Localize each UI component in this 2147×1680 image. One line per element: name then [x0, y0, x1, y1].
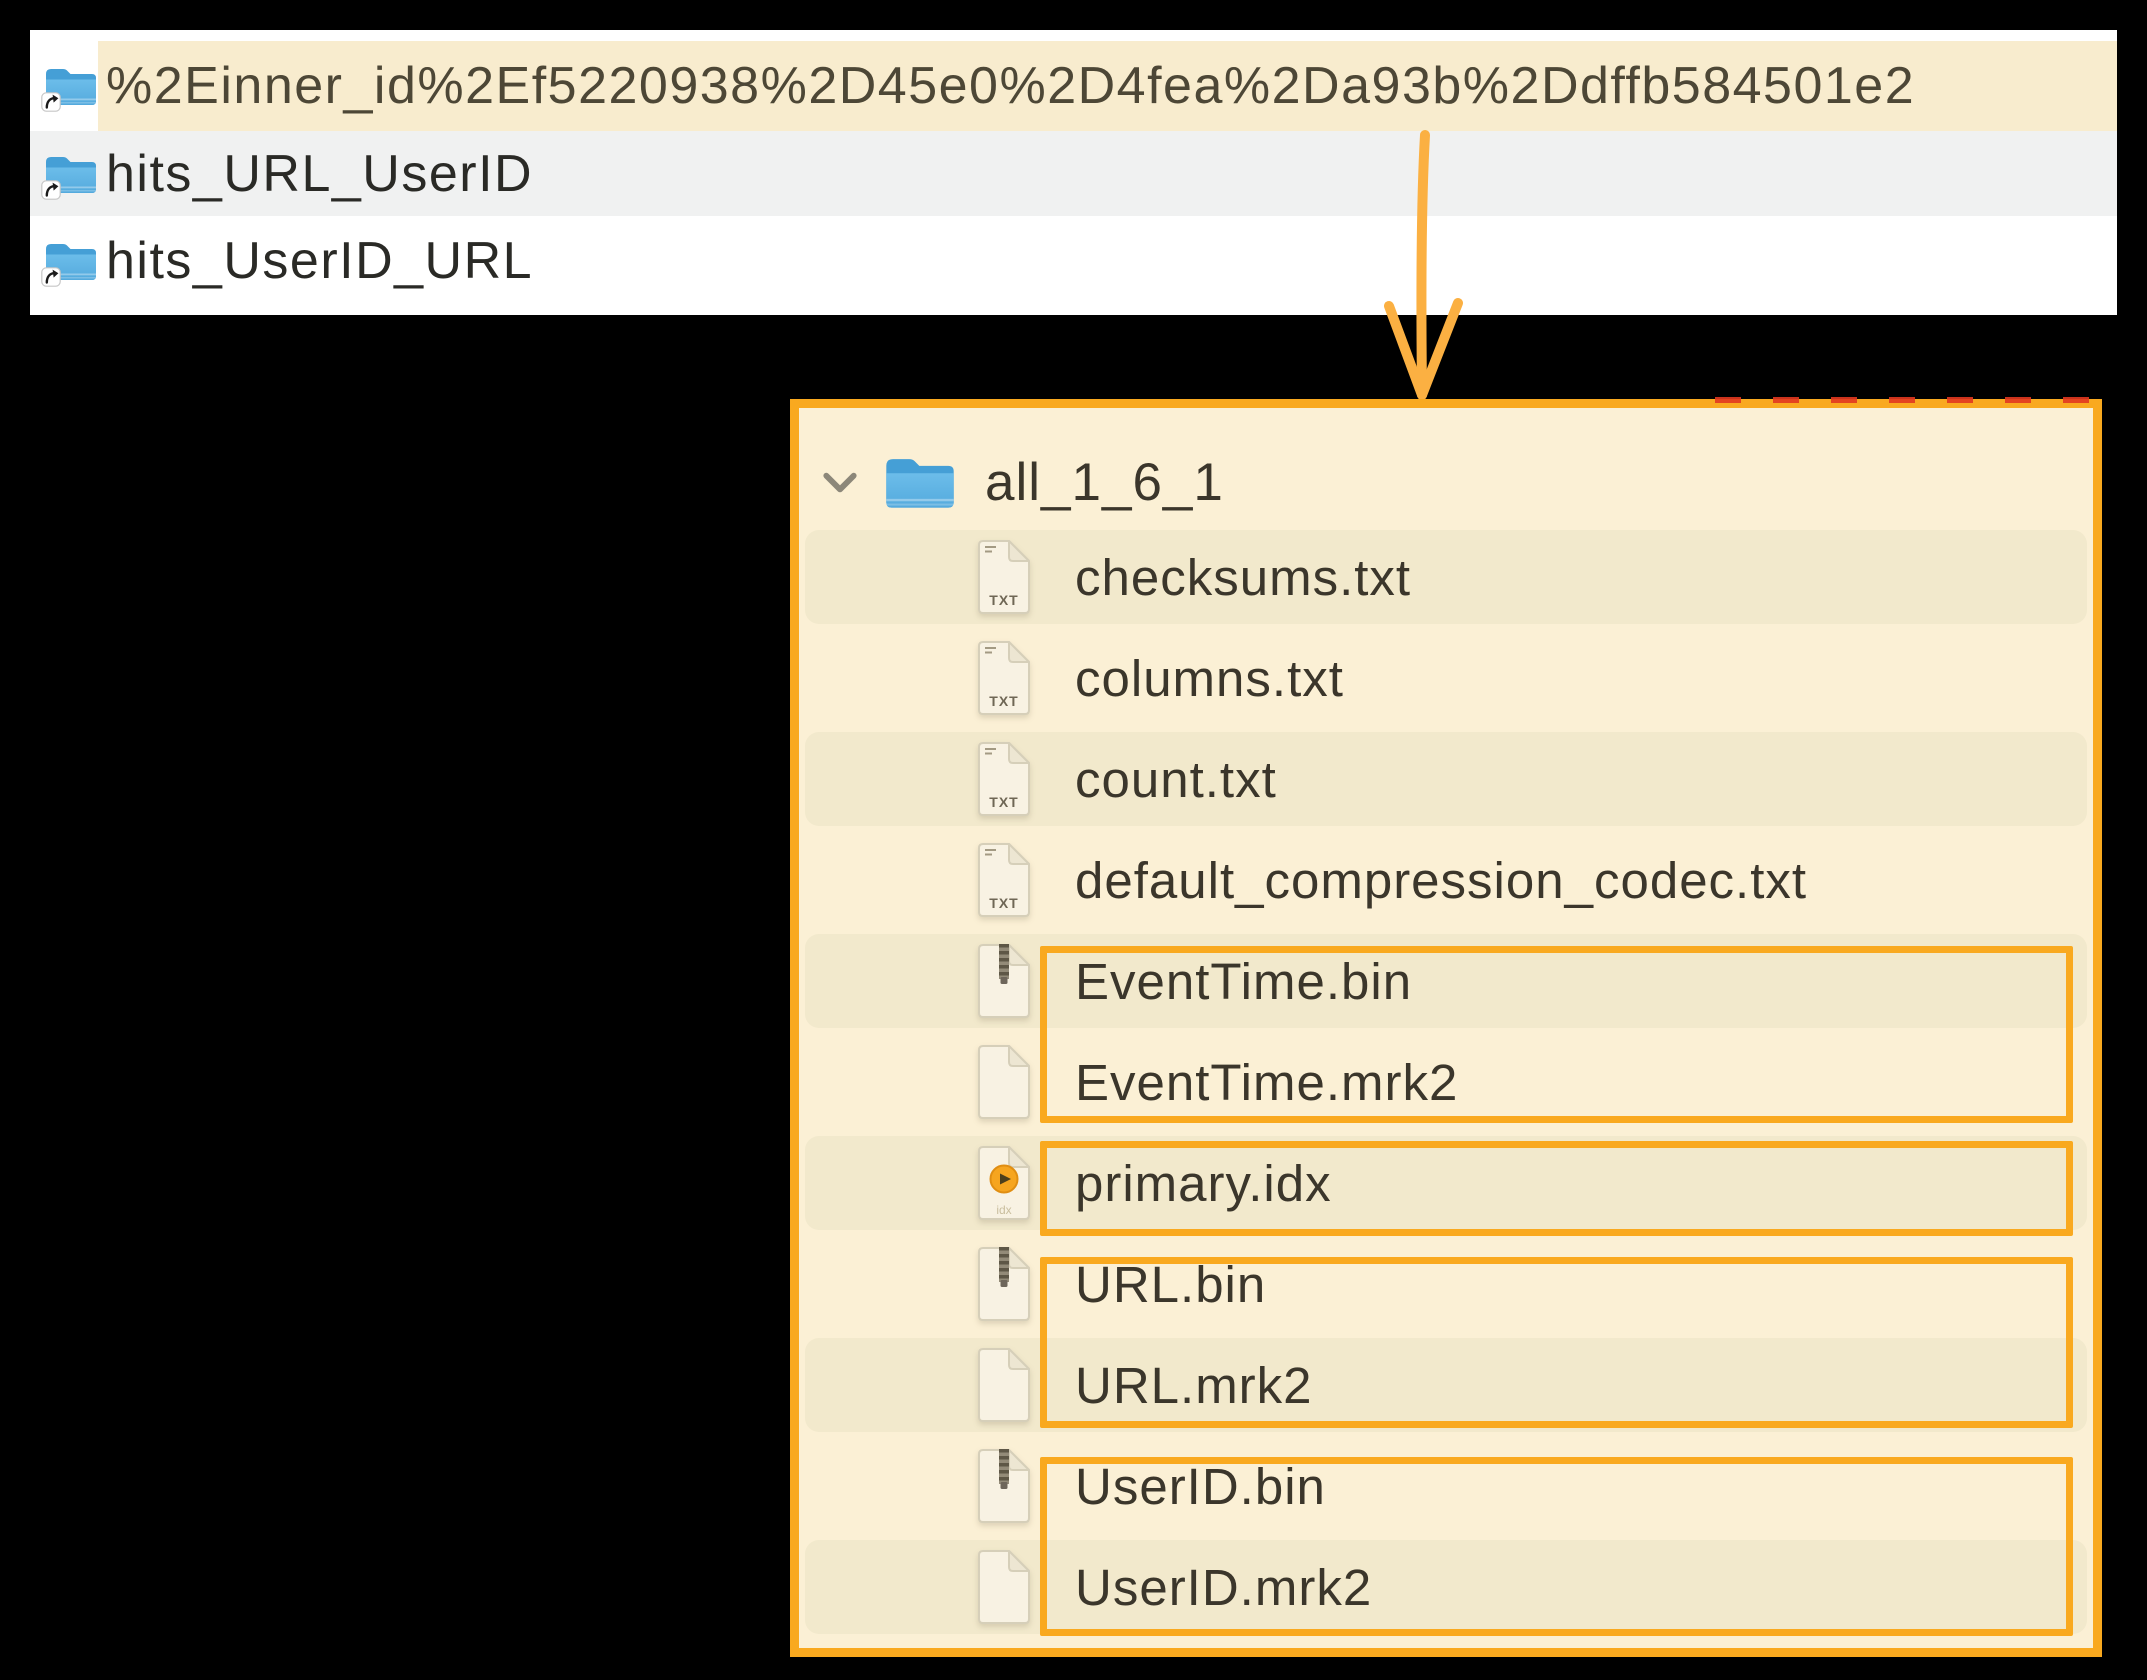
- txt-file-icon: TXT: [978, 742, 1030, 816]
- tree-row-label: checksums.txt: [1075, 548, 1412, 606]
- blank-file-icon: [978, 1348, 1030, 1422]
- txt-file-icon: TXT: [978, 540, 1030, 614]
- alias-arrow-badge: [41, 179, 61, 200]
- tree-row-eventtime-bin[interactable]: EventTime.bin: [805, 934, 2087, 1028]
- selection-highlight: [98, 41, 2117, 131]
- svg-text:TXT: TXT: [989, 693, 1018, 709]
- txt-file-icon: TXT: [978, 843, 1030, 917]
- folder-icon: [886, 459, 954, 508]
- svg-text:TXT: TXT: [989, 592, 1018, 608]
- tree-row-userid-mrk2[interactable]: UserID.mrk2: [805, 1540, 2087, 1634]
- txt-file-icon: TXT: [978, 641, 1030, 715]
- tree-row-label: UserID.mrk2: [1075, 1558, 1373, 1616]
- tree-row-url-mrk2[interactable]: URL.mrk2: [805, 1338, 2087, 1432]
- list-item-label: hits_UserID_URL: [106, 232, 534, 290]
- tree-row-primary-idx[interactable]: idx primary.idx: [805, 1136, 2087, 1230]
- list-item-label: %2Einner_id%2Ef5220938%2D45e0%2D4fea%2Da…: [106, 57, 1916, 115]
- tree-row-userid-bin[interactable]: UserID.bin: [805, 1439, 2087, 1533]
- svg-text:TXT: TXT: [989, 895, 1018, 911]
- arrow-down-annotation: [1384, 130, 1463, 400]
- list-item-hits-userid-url[interactable]: hits_UserID_URL: [30, 216, 2117, 306]
- alias-arrow-badge: [41, 92, 61, 112]
- tree-file-rows: TXT checksums.txt TXT columns.txt TXT: [805, 530, 2087, 1641]
- list-item-inner-id[interactable]: %2Einner_id%2Ef5220938%2D45e0%2D4fea%2Da…: [30, 41, 2117, 131]
- tree-row-eventtime-mrk2[interactable]: EventTime.mrk2: [805, 1035, 2087, 1129]
- blank-file-icon: [978, 1045, 1030, 1119]
- svg-text:idx: idx: [996, 1203, 1011, 1217]
- folder-alias-icon: [41, 151, 98, 200]
- tree-row-count[interactable]: TXT count.txt: [805, 732, 2087, 826]
- bin-file-icon: [978, 1247, 1030, 1321]
- tree-row-label: count.txt: [1075, 750, 1277, 808]
- tree-row-checksums[interactable]: TXT checksums.txt: [805, 530, 2087, 624]
- red-dashed-border-fragment: [1715, 397, 2097, 403]
- folder-alias-icon: [41, 63, 98, 112]
- list-item-hits-url-userid[interactable]: hits_URL_UserID: [30, 131, 2117, 216]
- alias-arrow-badge: [41, 267, 61, 287]
- tree-row-default-compression-codec[interactable]: TXT default_compression_codec.txt: [805, 833, 2087, 927]
- tree-row-label: columns.txt: [1075, 649, 1344, 707]
- tree-row-label: URL.bin: [1075, 1255, 1267, 1313]
- tree-row-url-bin[interactable]: URL.bin: [805, 1237, 2087, 1331]
- finder-list-panel: %2Einner_id%2Ef5220938%2D45e0%2D4fea%2Da…: [30, 30, 2117, 315]
- tree-row-columns[interactable]: TXT columns.txt: [805, 631, 2087, 725]
- idx-file-icon: idx: [978, 1146, 1030, 1220]
- blank-file-icon: [978, 1550, 1030, 1624]
- tree-row-label: URL.mrk2: [1075, 1356, 1313, 1414]
- tree-row-label: UserID.bin: [1075, 1457, 1326, 1515]
- folder-alias-icon: [41, 238, 98, 287]
- tree-row-label: EventTime.bin: [1075, 952, 1413, 1010]
- tree-row-label: default_compression_codec.txt: [1075, 851, 1808, 909]
- svg-text:TXT: TXT: [989, 794, 1018, 810]
- bin-file-icon: [978, 944, 1030, 1018]
- tree-row-label: EventTime.mrk2: [1075, 1053, 1459, 1111]
- chevron-down-icon[interactable]: [821, 469, 859, 495]
- list-item-label: hits_URL_UserID: [106, 144, 534, 203]
- part-contents-panel: all_1_6_1 TXT checksums.txt TXT columns.…: [790, 399, 2102, 1657]
- tree-root-row[interactable]: all_1_6_1: [815, 434, 1224, 530]
- tree-root-label: all_1_6_1: [985, 452, 1224, 512]
- tree-row-label: primary.idx: [1075, 1154, 1332, 1212]
- bin-file-icon: [978, 1449, 1030, 1523]
